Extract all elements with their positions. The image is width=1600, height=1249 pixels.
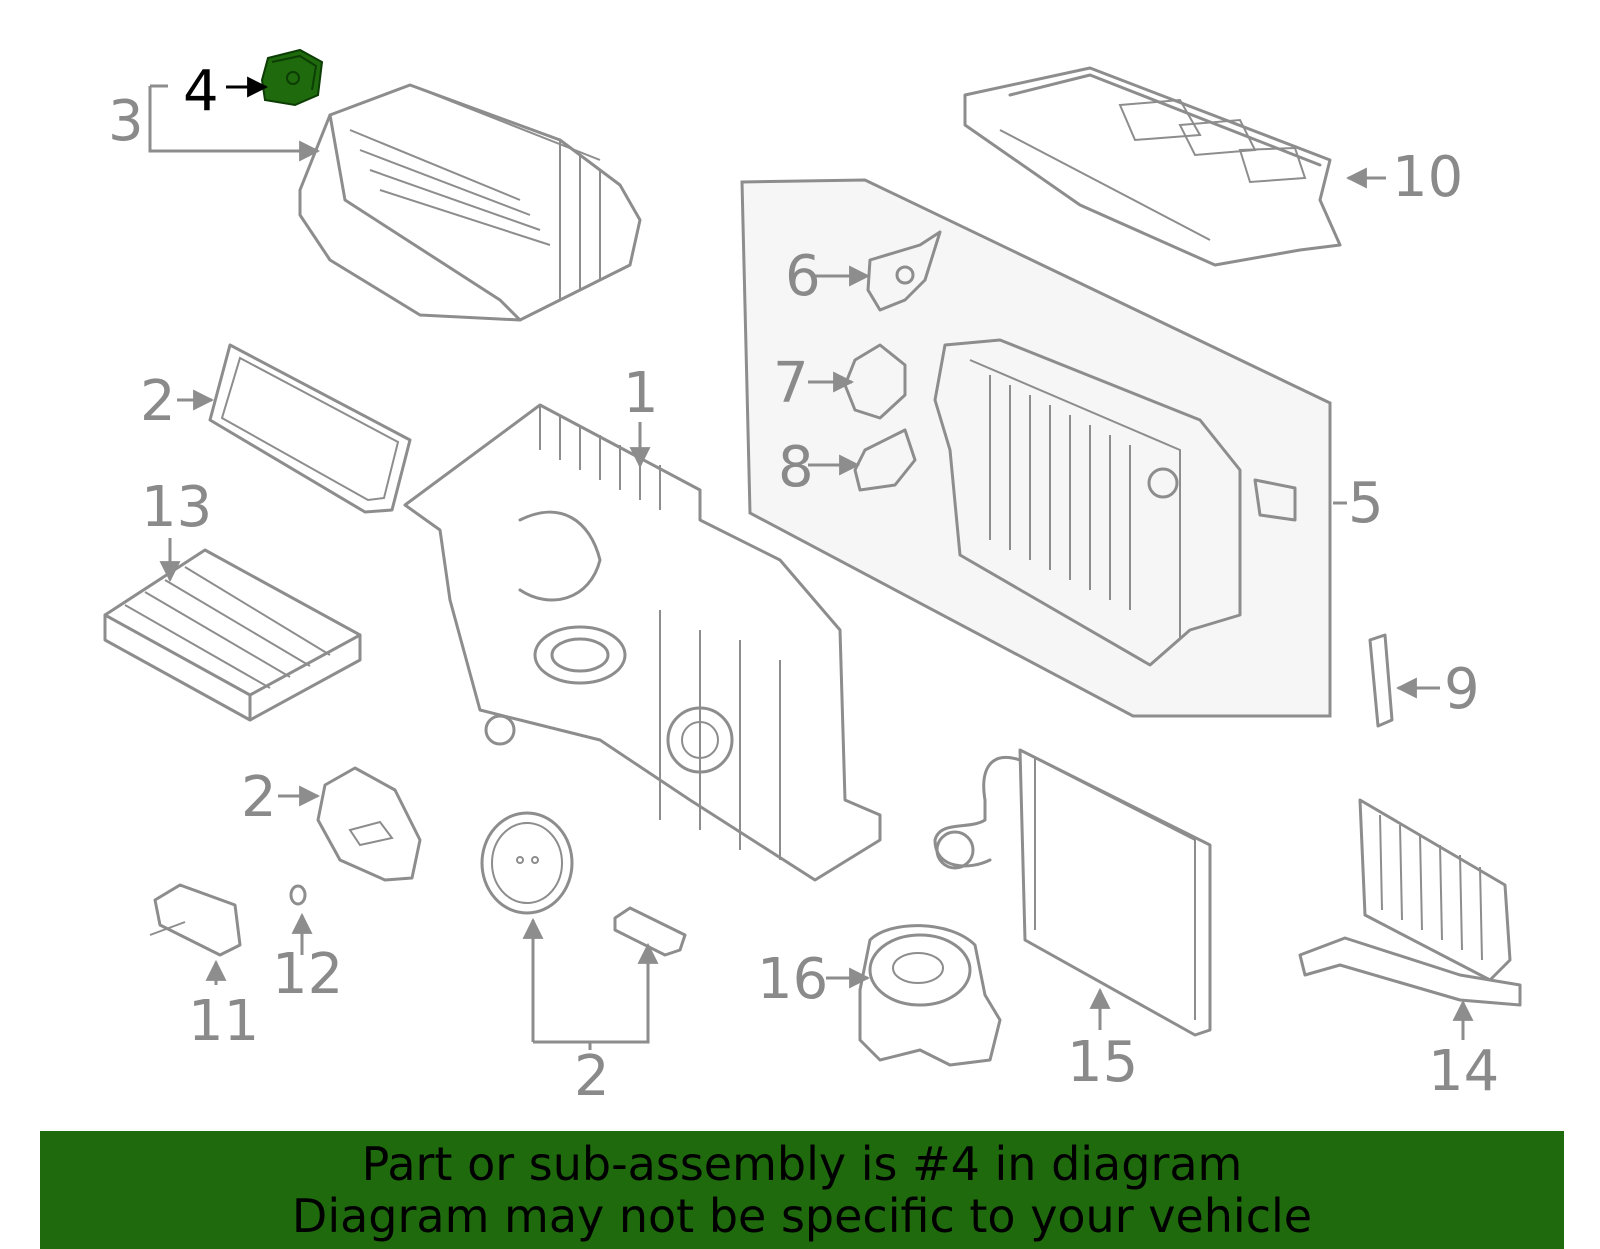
callout-10: 10 (1392, 145, 1463, 210)
callout-2-middle: 2 (241, 765, 277, 830)
callout-8: 8 (778, 435, 814, 500)
callout-3: 3 (108, 89, 144, 154)
blower-motor-part (858, 924, 1002, 1067)
info-banner: Part or sub-assembly is #4 in diagram Di… (40, 1131, 1564, 1249)
callout-5: 5 (1348, 471, 1384, 536)
callout-12: 12 (272, 942, 343, 1007)
callout-13: 13 (141, 475, 212, 540)
upper-housing-part (298, 83, 642, 322)
evaporator-part (933, 748, 1212, 1037)
callout-6: 6 (785, 244, 821, 309)
sub-assembly-5-box (740, 178, 1332, 718)
upper-duct-part (963, 66, 1342, 267)
sensor-part-9 (1368, 633, 1394, 728)
o-ring-part-12 (289, 884, 307, 906)
cabin-filter-part (103, 548, 362, 722)
callout-2-lower: 2 (574, 1044, 610, 1109)
gasket-part-2-middle (316, 766, 422, 882)
sensor-part-11 (149, 883, 242, 957)
callout-4[interactable]: 4 (183, 59, 219, 124)
callout-14: 14 (1428, 1039, 1499, 1104)
callout-11: 11 (188, 989, 259, 1054)
heater-core-part (1298, 798, 1522, 1007)
gasket-part-2-upper (208, 343, 412, 514)
actuator-part-6 (866, 230, 942, 312)
highlighted-part-4[interactable] (260, 48, 324, 107)
leader-lines (148, 76, 1474, 1050)
seal-part-2-lower (480, 811, 574, 915)
main-case-part (403, 403, 882, 882)
callout-7: 7 (773, 351, 809, 416)
heater-housing-part (933, 338, 1297, 667)
callout-9: 9 (1444, 657, 1480, 722)
callout-2-upper: 2 (140, 369, 176, 434)
callout-1: 1 (623, 361, 659, 426)
clip-part-2-lower (613, 906, 687, 957)
banner-line-2: Diagram may not be specific to your vehi… (291, 1189, 1313, 1243)
callout-15: 15 (1067, 1030, 1138, 1095)
callout-16: 16 (757, 947, 828, 1012)
banner-line-1: Part or sub-assembly is #4 in diagram (361, 1137, 1243, 1191)
